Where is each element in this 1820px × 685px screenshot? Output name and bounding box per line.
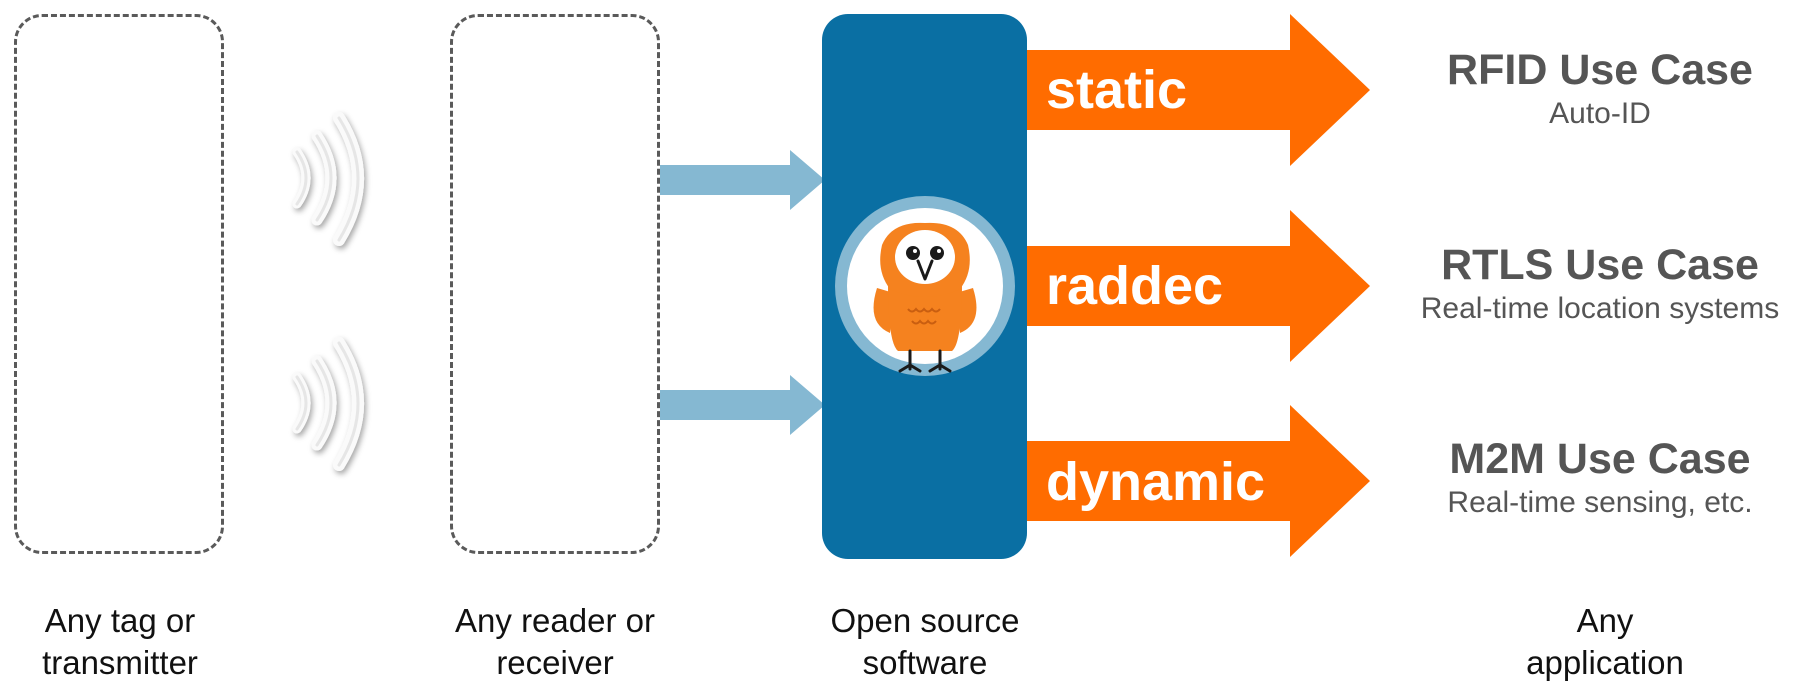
radio-waves-icon	[292, 112, 364, 246]
software-caption: Open source software	[800, 600, 1050, 684]
tag-caption: Any tag or transmitter	[0, 600, 240, 684]
caption-line: receiver	[496, 644, 614, 681]
use-case-title: RTLS Use Case	[1441, 241, 1759, 289]
use-case-m2m: M2M Use Case Real-time sensing, etc.	[1380, 434, 1820, 522]
output-arrow-raddec	[1010, 210, 1370, 362]
tag-placeholder-box	[14, 14, 224, 554]
reader-placeholder-box	[450, 14, 660, 554]
use-case-rtls: RTLS Use Case Real-time location systems	[1380, 240, 1820, 328]
owl-icon	[835, 196, 1015, 376]
caption-line: application	[1526, 644, 1684, 681]
reader-caption: Any reader or receiver	[430, 600, 680, 684]
input-arrow-bottom	[660, 375, 825, 435]
output-label-raddec: raddec	[1046, 256, 1224, 316]
caption-line: Any	[1576, 602, 1634, 639]
output-label-static: static	[1046, 60, 1188, 120]
use-case-title: RFID Use Case	[1447, 46, 1753, 94]
radio-waves-icon	[292, 337, 364, 471]
output-arrow-static	[1010, 14, 1370, 166]
caption-line: software	[862, 644, 988, 681]
use-case-title: M2M Use Case	[1449, 435, 1751, 483]
use-case-subtitle: Real-time sensing, etc.	[1447, 486, 1753, 519]
output-label-dynamic: dynamic	[1046, 452, 1266, 512]
use-case-rfid: RFID Use Case Auto-ID	[1380, 45, 1820, 133]
application-caption: Any application	[1480, 600, 1730, 684]
input-arrow-top	[660, 150, 825, 210]
caption-line: transmitter	[42, 644, 198, 681]
caption-line: Open source	[830, 602, 1020, 639]
output-arrow-dynamic	[1010, 405, 1370, 557]
caption-line: Any reader or	[455, 602, 655, 639]
use-case-subtitle: Auto-ID	[1549, 97, 1651, 130]
caption-line: Any tag or	[44, 602, 196, 639]
use-case-subtitle: Real-time location systems	[1420, 292, 1780, 325]
